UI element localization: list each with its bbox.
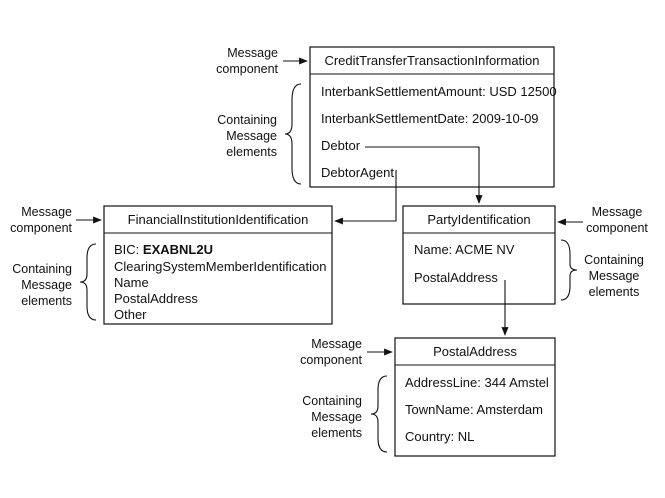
party-title: PartyIdentification [427,212,530,227]
ctti-field-date: InterbankSettlementDate: 2009-10-09 [321,111,539,126]
svg-text:elements: elements [21,294,72,308]
svg-text:component: component [216,62,278,76]
fii-field-bic: BIC: EXABNL2U [114,242,213,257]
svg-text:Message: Message [226,129,277,143]
svg-text:Message: Message [311,337,362,351]
postal-elements-brace [370,375,388,453]
party-box: PartyIdentification Name: ACME NV Postal… [402,205,556,305]
ctti-field-debtor-agent: DebtorAgent [321,165,394,180]
svg-text:Message: Message [21,205,72,219]
fii-bic-label: BIC: [114,242,143,257]
postal-field-country: Country: NL [405,429,474,444]
svg-text:component: component [586,221,648,235]
fii-elements-brace [79,243,97,321]
postal-title: PostalAddress [433,344,517,359]
party-elements-brace [560,239,578,301]
svg-text:Message: Message [592,205,643,219]
svg-text:elements: elements [589,285,640,299]
ctti-title: CreditTransferTransactionInformation [324,53,539,68]
postal-box: PostalAddress AddressLine: 344 Amstel To… [394,337,556,457]
postal-field-townname: TownName: Amsterdam [405,402,543,417]
svg-text:Containing: Containing [302,394,362,408]
ctti-field-debtor: Debtor [321,138,361,153]
ctti-elements-brace [284,83,302,185]
fii-component-label: Message component [10,205,72,235]
fii-field-other: Other [114,307,147,322]
svg-text:Containing: Containing [217,113,277,127]
postal-component-label: Message component [300,337,362,367]
ctti-field-amount: InterbankSettlementAmount: USD 12500 [321,84,557,99]
ctti-elements-label: Containing Message elements [217,113,277,159]
fii-field-postal: PostalAddress [114,291,198,306]
postal-field-addressline: AddressLine: 344 Amstel [405,375,549,390]
fii-box: FinancialInstitutionIdentification BIC: … [103,205,333,325]
fii-title: FinancialInstitutionIdentification [128,212,309,227]
svg-text:Message: Message [589,269,640,283]
party-component-label: Message component [586,205,648,235]
fii-field-name: Name [114,275,149,290]
ctti-box: CreditTransferTransactionInformation Int… [309,46,557,188]
postal-elements-label: Containing Message elements [302,394,362,440]
svg-text:elements: elements [311,426,362,440]
svg-text:Containing: Containing [584,253,644,267]
debtor-agent-connector [334,170,397,225]
svg-text:Containing: Containing [12,262,72,276]
fii-elements-label: Containing Message elements [12,262,72,308]
fii-field-clearing: ClearingSystemMemberIdentification [114,259,326,274]
svg-text:elements: elements [226,145,277,159]
ctti-component-label: Message component [216,46,278,76]
svg-text:component: component [300,353,362,367]
svg-text:Message: Message [227,46,278,60]
debtor-connector [365,146,483,204]
svg-text:Message: Message [21,278,72,292]
fii-bic-value: EXABNL2U [143,242,213,257]
svg-text:component: component [10,221,72,235]
party-elements-label: Containing Message elements [584,253,644,299]
svg-text:Message: Message [311,410,362,424]
party-field-postal: PostalAddress [414,270,498,285]
party-field-name: Name: ACME NV [414,242,515,257]
